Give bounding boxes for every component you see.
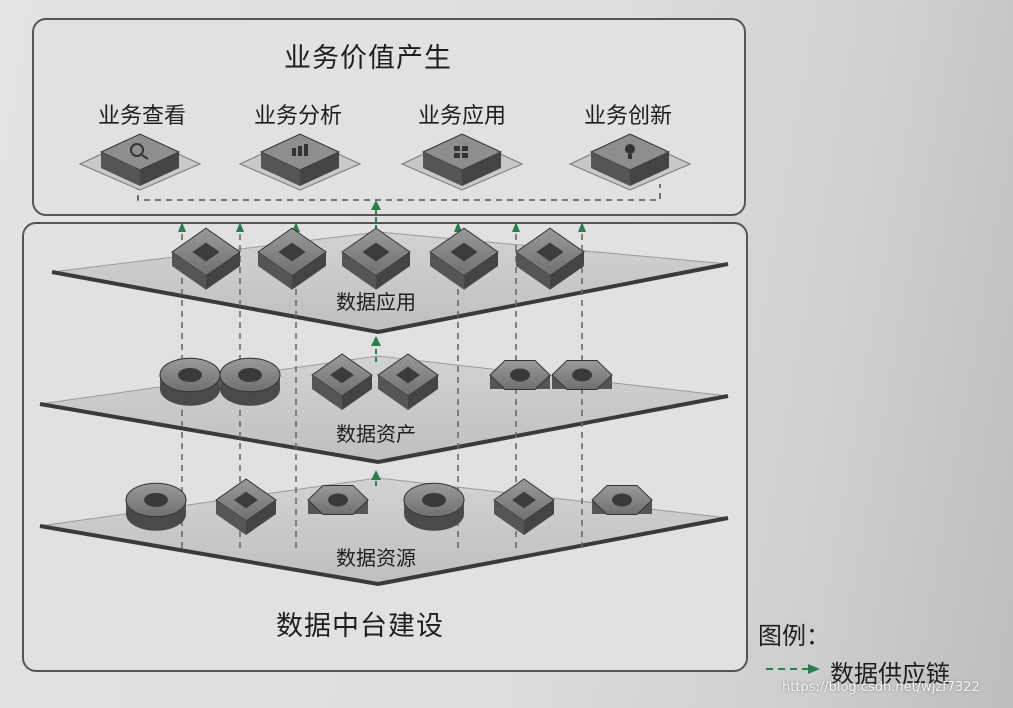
business-value-title: 业务价值产生 [284,43,452,74]
layer-blocks [125,227,653,535]
central-arrowhead-2 [371,200,381,210]
data-resource-layer-label: 数据资源 [336,546,416,570]
layer-1-hexagon-block-5 [551,359,613,391]
supply-chain-arrowhead-3 [454,222,462,232]
data-asset-layer-label: 数据资产 [336,422,416,446]
business-connector-line [137,184,661,201]
business-analysis-label: 业务分析 [253,104,342,129]
data-middle-platform-title: 数据中台建设 [276,611,444,642]
business-blocks [78,133,692,191]
layer-0-square-block-3 [429,227,499,290]
lightbulb-icon [625,144,635,159]
data-resource-platform-edge [39,516,729,587]
layer-2-ring-block-0 [125,482,187,531]
data-application-platform-edge [51,262,729,335]
layer-2-hexagon-block-5 [591,484,653,516]
layer-1-square-block-3 [377,353,439,410]
business-block-1 [238,133,362,191]
layer-2-ring-block-3 [403,482,465,531]
layer-0-square-block-1 [257,227,327,290]
layer-platforms [39,231,729,587]
layer-2-hexagon-block-2 [307,484,369,516]
data-asset-platform-edge [39,394,729,465]
supply-chain-arrowhead-5 [578,222,586,232]
supply-chain-arrowhead-4 [512,222,520,232]
supply-chain-arrowhead-0 [178,222,186,232]
central-arrowhead-1 [371,336,381,346]
layer-0-square-block-2 [341,227,411,290]
layer-1-ring-block-1 [219,357,281,406]
magnifier-icon [130,143,149,160]
business-block-0 [78,133,202,191]
grid-icon [454,146,468,158]
data-application-layer-label: 数据应用 [336,290,416,314]
layer-2-square-block-4 [493,478,555,535]
legend-supply-chain-label: 数据供应链 [830,660,950,688]
business-block-3 [568,133,692,191]
layer-1-ring-block-0 [159,357,221,406]
legend-dashed-arrow-icon [766,664,820,674]
layer-0-square-block-4 [515,227,585,290]
layer-0-square-block-0 [171,227,241,290]
layer-1-hexagon-block-4 [489,359,551,391]
central-arrowhead-0 [371,470,381,480]
business-view-label: 业务查看 [97,104,186,129]
layer-1-square-block-2 [311,353,373,410]
business-innovation-label: 业务创新 [583,104,672,129]
legend-arrowhead [808,664,820,674]
business-block-2 [400,133,524,191]
supply-chain-arrowhead-1 [236,222,244,232]
bar-chart-icon [292,144,308,156]
layer-2-square-block-1 [215,478,277,535]
legend-title: 图例： [758,622,830,650]
business-application-label: 业务应用 [417,104,506,129]
watermark-url: https://blog.csdn.net/wjzf7322 [782,680,980,695]
